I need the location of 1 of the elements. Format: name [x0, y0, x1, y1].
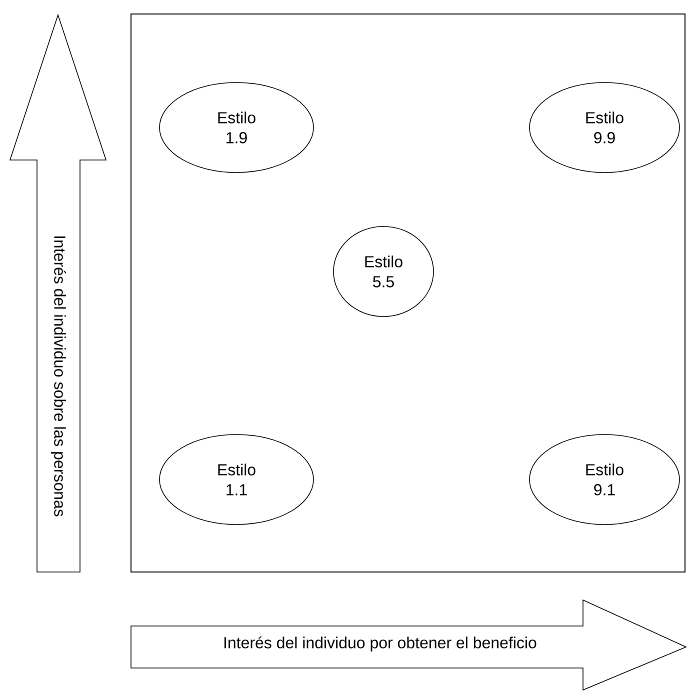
frame-box — [130, 14, 686, 572]
